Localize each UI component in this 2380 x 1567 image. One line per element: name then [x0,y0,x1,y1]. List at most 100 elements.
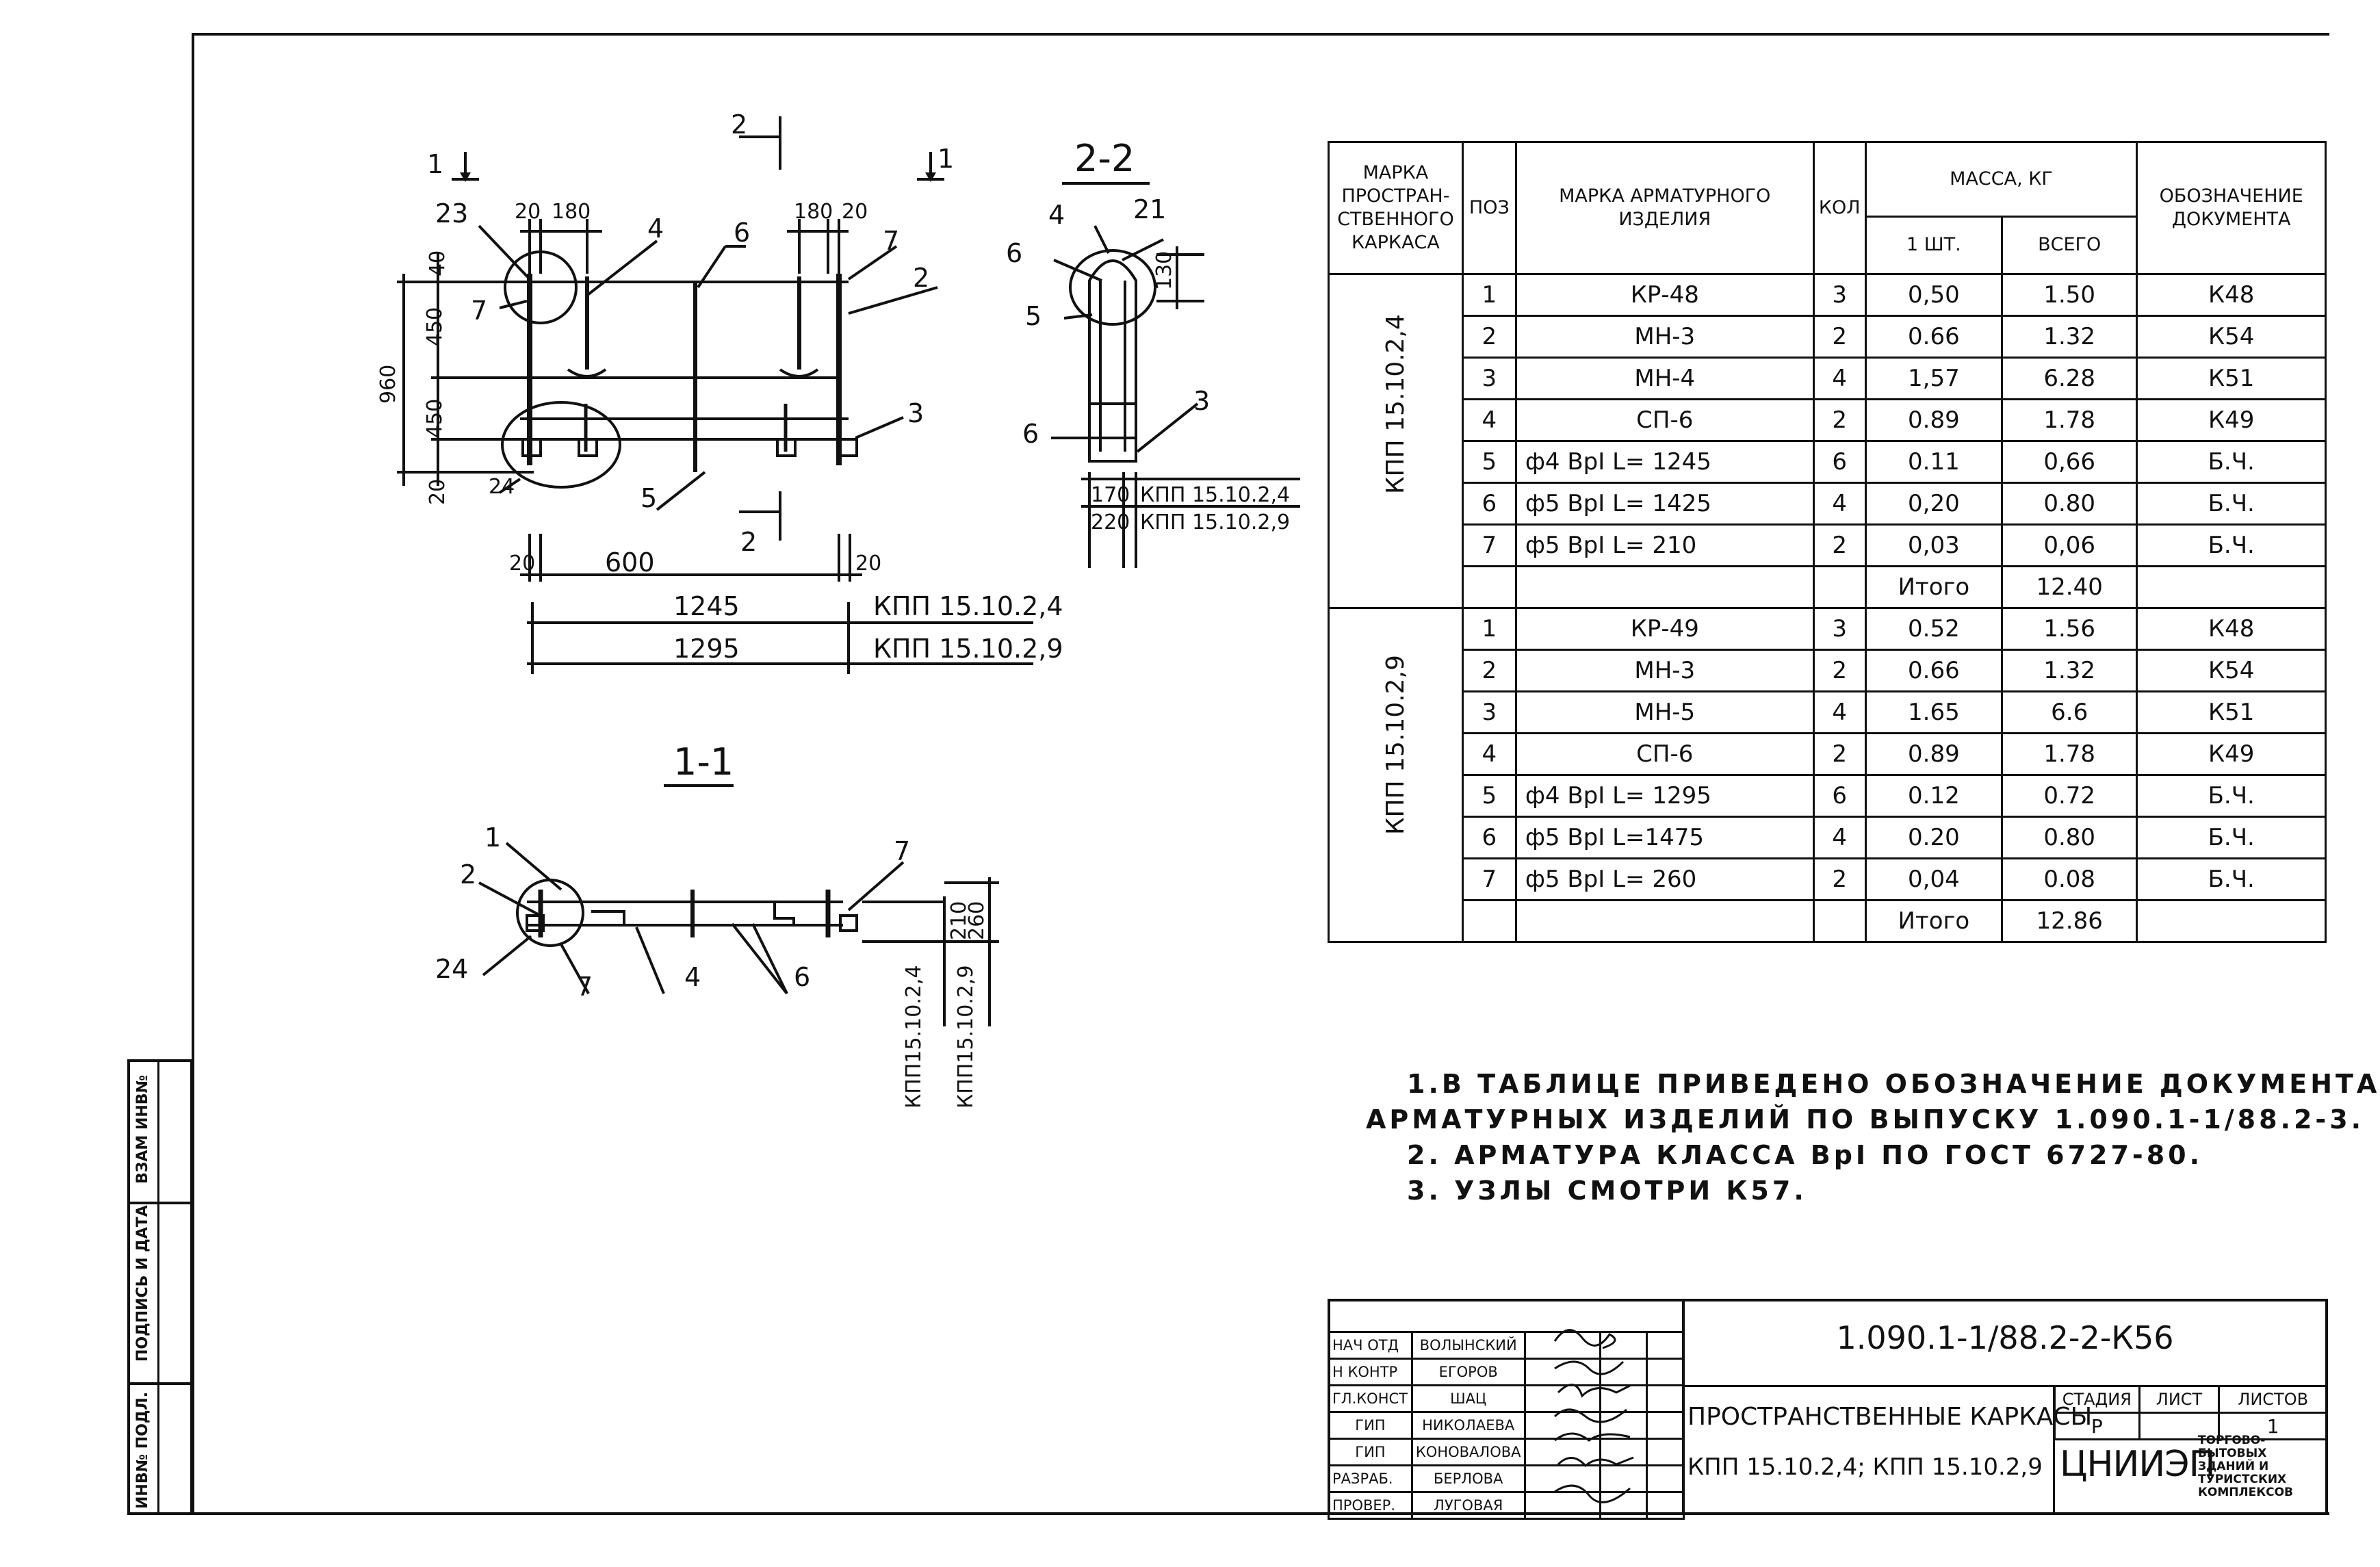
dim-top-20a: 20 [515,200,541,224]
dim-left-960: 960 [376,364,400,404]
table-row: 4 СП-6 2 0.89 1.78 К49 [1329,732,2327,776]
cell-qty: 6 [1812,774,1867,818]
signature-row: РАЗРАБ.БЕРЛОВА [1328,1464,1685,1493]
cell-doc: Б.Ч. [2136,774,2327,818]
table-row: КПП 15.10.2,9 1 КР-49 3 0.52 1.56 К48 [1328,607,2327,943]
cut-mark-1-right: 1 [937,144,955,174]
cell-mass-total: 0.80 [2001,816,2138,859]
cell-mass-total: 0.08 [2001,857,2138,901]
side-label-inv: ИНВ№ ПОДЛ. [134,1391,151,1509]
drawing-frame [192,33,2329,1515]
cell-item: МН-3 [1514,649,1815,692]
sec11-pos-7a: 7 [576,972,593,1002]
sec22-pos-5: 5 [1025,301,1042,331]
cell-qty: 6 [1812,440,1867,484]
cell-mass-total: 1.56 [2001,607,2138,651]
cell-item: ф5 ВрI L=1475 [1514,816,1815,859]
pos-label-22: 23 [435,198,469,229]
role-cell: ГИП [1328,1411,1413,1440]
role-cell: Н КОНТР [1328,1358,1413,1386]
cell-mass-one: 0.89 [1864,732,2004,776]
sheets-header: ЛИСТОВ [2218,1385,2328,1414]
cell-doc: К49 [2136,732,2327,776]
group-mark-cell: КПП 15.10.2,9 [1328,607,1464,943]
table-row: 4 СП-6 2 0.89 1.78 К49 [1329,398,2327,442]
pos-label-4-elev: 4 [647,213,664,244]
cell-qty: 4 [1812,357,1867,400]
sec11-pos-6: 6 [794,962,811,992]
cell-pos: 7 [1461,523,1517,567]
sec22-pos-6a: 6 [1006,238,1023,268]
cell-qty: 4 [1812,482,1867,526]
cell-item: МН-4 [1514,357,1815,400]
cell-mass-total: 0,66 [2001,440,2138,484]
table-row: 6 ф5 ВрI L= 1425 4 0,20 0.80 Б.Ч. [1329,482,2327,526]
org-name: ЦНИИЭП [2060,1444,2216,1485]
cell-mass-total: 1.32 [2001,315,2138,359]
cell-mass-one: 0,20 [1864,482,2004,526]
dim-top-180a: 180 [552,200,591,224]
dim-left-20: 20 [426,478,450,505]
total-value: 12.40 [2001,565,2138,609]
cell-doc: К51 [2136,690,2327,734]
cell-item: МН-5 [1514,690,1815,734]
doc-title-2: КПП 15.10.2,4; КПП 15.10.2,9 [1687,1453,2043,1481]
sec22-dim-170: 170 [1091,483,1130,507]
th-mass-one: 1 ШТ. [1864,215,2004,276]
cell-pos: 4 [1461,398,1517,442]
cell-mass-total: 6.6 [2001,690,2138,734]
th-pos: ПОЗ [1461,141,1517,275]
group-mark-1: КПП 15.10.2,4 [1382,314,1410,494]
cell-pos: 5 [1461,774,1517,818]
cell-mass-one: 0.89 [1864,398,2004,442]
cell-doc: К49 [2136,398,2327,442]
view-title-1-1: 1-1 [673,740,734,784]
dim-1295: 1295 [673,634,740,664]
table-row: 7 ф5 ВрI L= 210 2 0,03 0,06 Б.Ч. [1329,523,2327,567]
sec11-kpp-a: КПП15.10.2,4 [902,965,926,1109]
cell-mass-one: 1.65 [1864,690,2004,734]
cell-doc: Б.Ч. [2136,482,2327,526]
role-cell: РАЗРАБ. [1328,1464,1413,1493]
signature-scribbles [1553,1329,1634,1503]
cell-qty: 2 [1812,732,1867,776]
cell-mass-one: 0.66 [1864,649,2004,692]
name-cell: ЕГОРОВ [1410,1358,1526,1386]
cell-doc: К54 [2136,315,2327,359]
org-sub: ТОРГОВО- БЫТОВЫХ ЗДАНИЙ И ТУРИСТСКИХ КОМ… [2198,1434,2294,1499]
cell-mass-total: 0,06 [2001,523,2138,567]
cell-pos: 2 [1461,315,1517,359]
cell-mass-total: 1.50 [2001,273,2138,317]
dim-1245: 1245 [673,591,740,621]
table-row: 5 ф4 ВрI L= 1245 6 0.11 0,66 Б.Ч. [1329,440,2327,484]
dim-left-450b: 450 [423,398,447,438]
side-label-vzam: ВЗАМ ИНВ№ [134,1074,151,1184]
note-2: 2. АРМАТУРА КЛАССА ВрI ПО ГОСТ 6727-80. [1407,1140,2203,1170]
cell-mass-one: 0,50 [1864,273,2004,317]
cell-qty: 2 [1812,649,1867,692]
cell-mass-total: 1.78 [2001,398,2138,442]
cell-pos: 7 [1461,857,1517,901]
cell-mass-one: 0,03 [1864,523,2004,567]
pos-label-3-elev: 3 [907,398,924,428]
table-row: 6 ф5 ВрI L=1475 4 0.20 0.80 Б.Ч. [1329,816,2327,859]
cell-mass-total: 6.28 [2001,357,2138,400]
cell-pos: 1 [1461,273,1517,317]
cell-mass-total: 1.78 [2001,732,2138,776]
cell-doc: Б.Ч. [2136,523,2327,567]
cell-mass-total: 1.32 [2001,649,2138,692]
sheet-header: ЛИСТ [2138,1385,2221,1414]
note-1-cont: АРМАТУРНЫХ ИЗДЕЛИЙ ПО ВЫПУСКУ 1.090.1-1/… [1366,1104,2365,1135]
dim-bottom-20b: 20 [855,552,882,575]
sec11-kpp-b: КПП15.10.2,9 [954,965,978,1109]
stage-value: Р [2054,1412,2140,1440]
rebar-drawing [397,116,1300,1026]
group-mark-cell: КПП 15.10.2,4 [1328,273,1464,609]
cell-qty: 4 [1812,690,1867,734]
cell-qty: 3 [1812,273,1867,317]
dim-top-180b: 180 [794,200,833,224]
stage-header: СТАДИЯ [2054,1385,2140,1414]
th-doc: ОБОЗНАЧЕНИЕ ДОКУМЕНТА [2136,141,2327,275]
